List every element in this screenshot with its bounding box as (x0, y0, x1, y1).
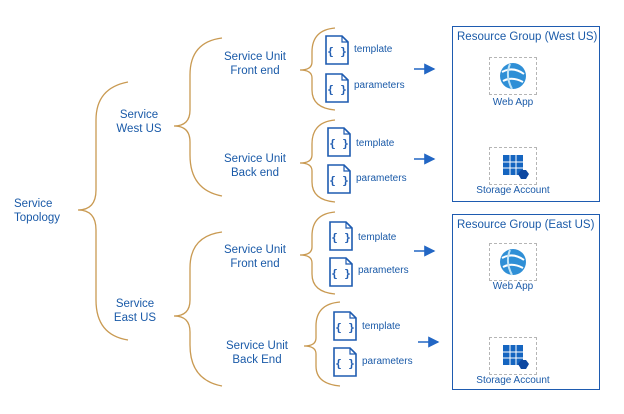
file-label-parameters: parameters (362, 356, 413, 367)
file-label-parameters: parameters (354, 80, 405, 91)
svg-text:{ }: { } (329, 137, 349, 150)
svg-text:{ }: { } (331, 231, 351, 244)
file-label-template: template (356, 138, 395, 149)
svg-text:{ }: { } (327, 45, 347, 58)
json-file-icon: { } (325, 35, 349, 65)
storage-account-icon (503, 155, 529, 179)
root-label: Service Topology (14, 198, 61, 224)
service-unit-label: Service Unit Front end (224, 244, 286, 270)
service-east-bracket (173, 231, 223, 387)
storage-account-label: Storage Account (476, 375, 550, 386)
storage-account-frame (489, 147, 537, 185)
unit-bracket (299, 211, 336, 295)
svg-text:{ }: { } (327, 83, 347, 96)
json-file-icon: { } (329, 221, 353, 251)
unit-bracket (303, 301, 341, 387)
web-app-icon (500, 249, 526, 276)
web-app-icon (500, 63, 526, 90)
file-label-parameters: parameters (358, 265, 409, 276)
root-bracket (77, 81, 129, 341)
json-file-icon: { } (327, 127, 351, 157)
file-label-template: template (358, 232, 397, 243)
service-west-label: Service West US (116, 109, 162, 135)
web-app-frame (489, 57, 537, 95)
file-label-parameters: parameters (356, 173, 407, 184)
file-label-template: template (362, 321, 401, 332)
json-file-icon: { } (333, 311, 357, 341)
unit-bracket (299, 119, 336, 203)
svg-text:{ }: { } (331, 267, 351, 280)
storage-account-frame (489, 337, 537, 375)
svg-text:{ }: { } (329, 174, 349, 187)
service-unit-label: Service Unit Back end (224, 153, 286, 179)
json-file-icon: { } (329, 257, 353, 287)
web-app-label: Web App (492, 97, 534, 108)
json-file-icon: { } (327, 164, 351, 194)
json-file-icon: { } (333, 347, 357, 377)
storage-account-icon (503, 345, 529, 369)
resource-group-west: Resource Group (West US) Web App Storage… (452, 26, 600, 202)
resource-group-east: Resource Group (East US) Web App Storage… (452, 214, 600, 390)
svg-text:{ }: { } (335, 321, 355, 334)
file-label-template: template (354, 44, 393, 55)
resource-group-title: Resource Group (West US) (457, 31, 598, 43)
service-east-label: Service East US (113, 298, 157, 324)
service-unit-label: Service Unit Front end (224, 51, 286, 77)
resource-group-title: Resource Group (East US) (457, 219, 595, 231)
web-app-frame (489, 243, 537, 281)
service-west-bracket (173, 37, 223, 197)
unit-bracket (299, 27, 336, 111)
web-app-label: Web App (492, 281, 534, 292)
json-file-icon: { } (325, 73, 349, 103)
svg-text:{ }: { } (335, 357, 355, 370)
storage-account-label: Storage Account (476, 185, 550, 196)
service-unit-label: Service Unit Back End (226, 340, 288, 366)
